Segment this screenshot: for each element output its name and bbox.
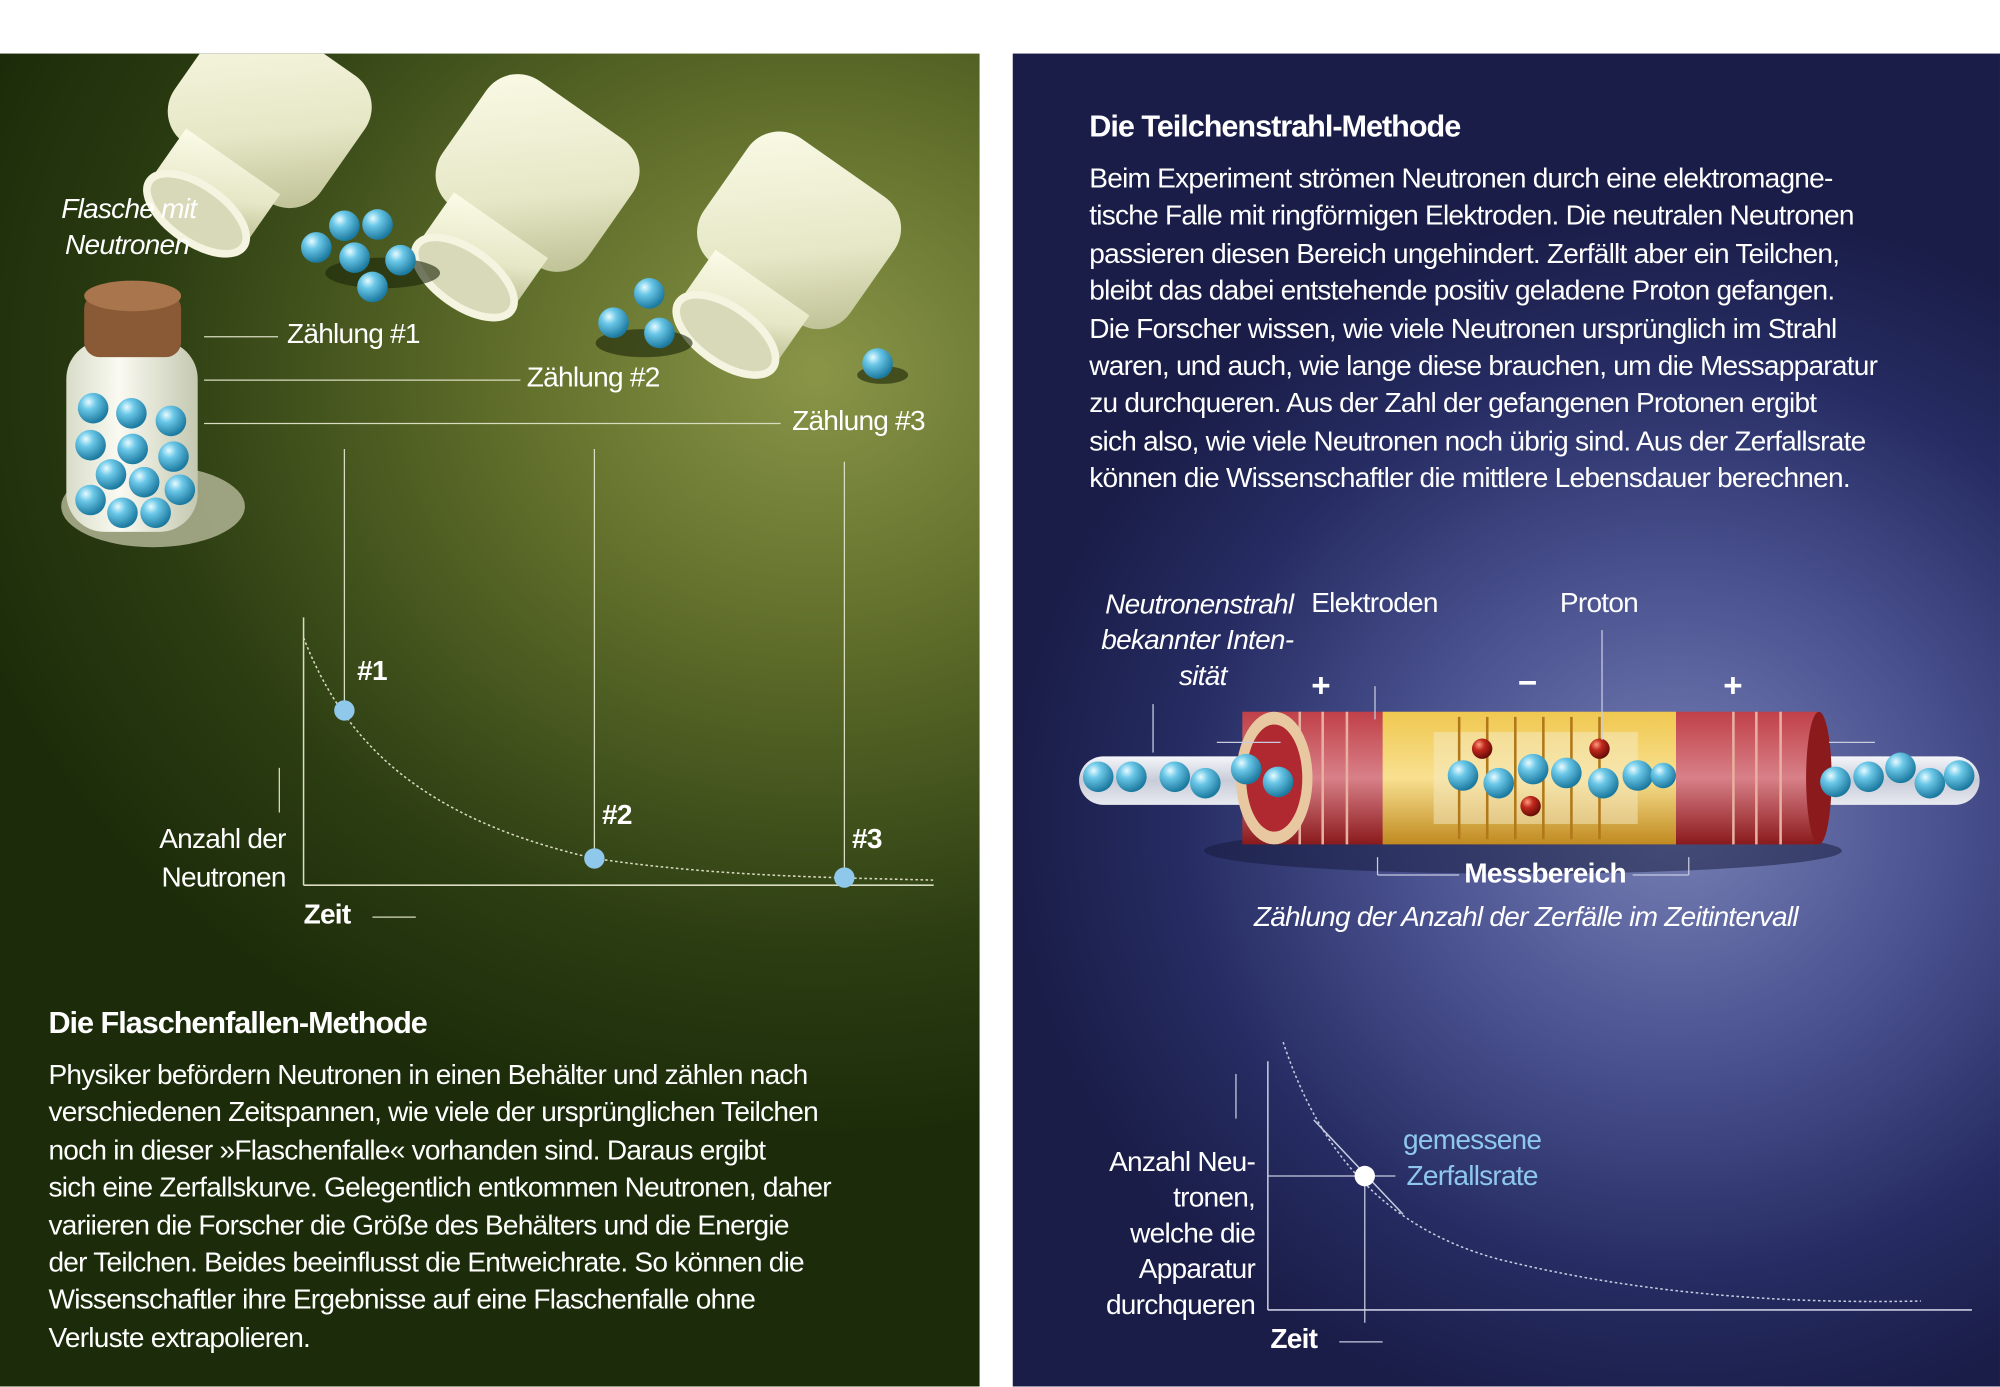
- charge-plus-right: +: [1723, 665, 1742, 705]
- measure-region-label: Messbereich: [1464, 857, 1626, 890]
- beam-method-text: Beim Experiment strömen Neutronen durch …: [1089, 159, 1878, 497]
- text-line: Beim Experiment strömen Neutronen durch …: [1089, 161, 1833, 194]
- y-axis-label-line: Neutronen: [161, 860, 287, 893]
- protons: [1471, 738, 1610, 817]
- x-axis-label: Zeit: [303, 897, 352, 930]
- count-leader-lines: [204, 336, 846, 878]
- bottle-method-text: Physiker befördern Neutronen in einen Be…: [48, 1056, 831, 1356]
- text-line: variieren die Forscher die Größe des Beh…: [48, 1208, 789, 1241]
- text-line: können die Wissenschaftler die mittlere …: [1089, 462, 1850, 494]
- point-2-label: #2: [602, 798, 632, 831]
- text-line: tische Falle mit ringförmigen Elektroden…: [1089, 199, 1854, 232]
- bottle-label-line: Flasche mit: [61, 192, 197, 225]
- leader-lines: [1152, 630, 1875, 876]
- tipped-bottle-3: [672, 131, 902, 379]
- y-axis-label-line: Anzahl der: [159, 822, 286, 855]
- bottle-method-illustration: [61, 53, 934, 918]
- text-line: Physiker befördern Neutronen in einen Be…: [48, 1058, 808, 1091]
- text-line: sich eine Zerfallskurve. Gelegentlich en…: [48, 1171, 831, 1204]
- beam-label-line: Neutronenstrahl: [1105, 588, 1294, 620]
- beam-label-line: sität: [1178, 659, 1227, 692]
- count-3-label: Zählung #3: [792, 404, 926, 437]
- count-2-label: Zählung #2: [526, 360, 661, 393]
- count-1-label: Zählung #1: [286, 317, 421, 350]
- y-axis-label-line: Apparatur: [1138, 1252, 1256, 1285]
- spilled-neutrons: [301, 209, 909, 384]
- decay-curve: [1282, 1041, 1921, 1303]
- y-axis-label-line: tronen,: [1173, 1181, 1256, 1214]
- decay-rate-label-line: Zerfallsrate: [1406, 1159, 1539, 1192]
- text-line: sich also, wie viele Neutronen noch übri…: [1089, 424, 1866, 457]
- charge-minus: −: [1517, 663, 1537, 702]
- point-2: [584, 848, 605, 869]
- text-line: Die Forscher wissen, wie viele Neutronen…: [1089, 312, 1837, 344]
- beam-label: Neutronenstrahl bekannter Inten- sität: [1074, 587, 1294, 694]
- text-line: der Teilchen. Beides beeinflusst die Ent…: [48, 1246, 804, 1279]
- beam-method-illustration: [1079, 630, 1980, 1343]
- decay-rate-label-line: gemessene: [1403, 1123, 1542, 1156]
- text-line: verschiedenen Zeitspannen, wie viele der…: [48, 1096, 818, 1129]
- electrodes-label: Elektroden: [1311, 586, 1438, 619]
- bottle-method-panel: Flasche mit Neutronen Zählung #1 Zählung…: [0, 53, 980, 1387]
- text-line: passieren diesen Bereich ungehindert. Ze…: [1089, 237, 1840, 269]
- neutrons: [1082, 752, 1975, 799]
- decay-curve: [302, 637, 934, 881]
- charge-plus-left: +: [1311, 665, 1330, 705]
- proton-label: Proton: [1559, 586, 1639, 619]
- y-axis-label-line: durchqueren: [1105, 1288, 1256, 1321]
- tipped-bottle-2: [410, 74, 640, 322]
- text-line: bleibt das dabei entstehende positiv gel…: [1089, 274, 1835, 307]
- text-line: Wissenschaftler ihre Ergebnisse auf eine…: [48, 1283, 756, 1316]
- caption: Zählung der Anzahl der Zerfälle im Zeiti…: [1253, 900, 1799, 933]
- beam-method-panel: Die Teilchenstrahl-Methode Beim Experime…: [1012, 53, 2000, 1387]
- x-axis-label: Zeit: [1270, 1322, 1318, 1355]
- bottle-label: Flasche mit Neutronen: [61, 191, 197, 262]
- bottle-method-title: Die Flaschenfallen-Methode: [48, 1006, 427, 1041]
- y-axis-label: Anzahl Neu- tronen, welche die Apparatur…: [1064, 1144, 1256, 1323]
- point-3: [834, 867, 855, 888]
- text-line: Verluste extrapolieren.: [48, 1321, 311, 1354]
- point-1-label: #1: [357, 654, 387, 687]
- measured-point: [1354, 1165, 1375, 1187]
- tipped-bottle-1: [143, 53, 372, 258]
- electrode-apparatus: [1235, 711, 1832, 845]
- tangent-line: [1313, 1119, 1404, 1215]
- text-line: noch in dieser »Flaschenfalle« vorhanden…: [48, 1133, 766, 1166]
- y-axis-label: Anzahl der Neutronen: [128, 820, 286, 897]
- y-axis-label-line: welche die: [1130, 1216, 1256, 1249]
- decay-rate-graph: [1235, 1041, 1972, 1343]
- decay-rate-label: gemessene Zerfallsrate: [1403, 1122, 1542, 1193]
- text-line: waren, und auch, wie lange diese brauche…: [1089, 349, 1878, 382]
- point-1: [334, 700, 355, 721]
- y-axis-label-line: Anzahl Neu-: [1109, 1145, 1256, 1178]
- point-3-label: #3: [852, 822, 882, 855]
- bottle-label-line: Neutronen: [65, 228, 190, 261]
- beam-label-line: bekannter Inten-: [1101, 623, 1294, 656]
- beam-method-title: Die Teilchenstrahl-Methode: [1089, 109, 1461, 145]
- text-line: zu durchqueren. Aus der Zahl der gefange…: [1089, 387, 1817, 419]
- neutron-jar: [61, 280, 245, 548]
- decay-graph: [278, 617, 934, 918]
